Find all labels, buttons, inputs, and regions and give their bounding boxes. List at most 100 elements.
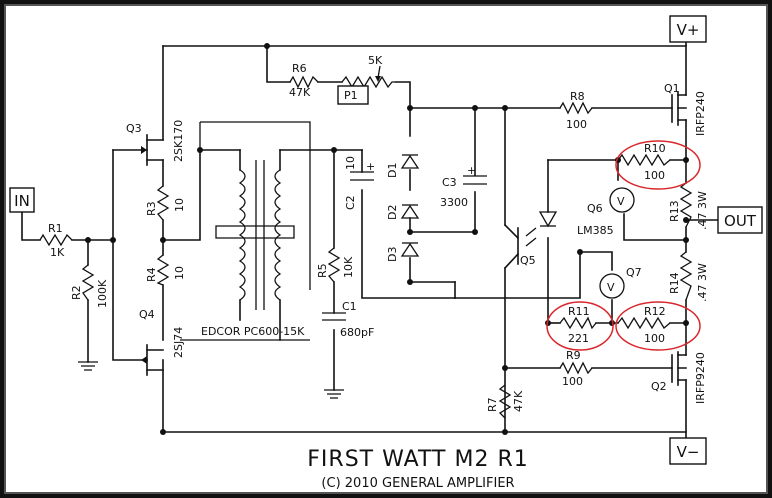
svg-text:R4: R4 (145, 267, 158, 282)
copyright-notice: (C) 2010 GENERAL AMPLIFIER (321, 476, 514, 491)
jfet-q3: Q3 2SK170 (126, 120, 185, 166)
svg-text:10: 10 (173, 266, 186, 280)
terminal-in: IN (9, 187, 35, 213)
diode-d2: D2 (386, 204, 420, 220)
svg-text:Q7: Q7 (626, 266, 642, 279)
jfet-q4: Q4 2SJ74 (139, 308, 185, 376)
svg-text:.47 3W: .47 3W (696, 263, 709, 302)
svg-text:2SJ74: 2SJ74 (172, 327, 185, 358)
mosfet-q2: Q2 IRFP9240 (651, 351, 707, 404)
svg-text:D1: D1 (386, 163, 399, 178)
svg-text:V−: V− (677, 443, 700, 461)
diode-d3: D3 (386, 242, 420, 262)
terminal-vplus: V+ (669, 15, 707, 43)
svg-text:10: 10 (173, 198, 186, 212)
svg-text:V: V (607, 281, 615, 294)
svg-text:IRFP9240: IRFP9240 (694, 352, 707, 404)
svg-text:C2: C2 (344, 195, 357, 210)
svg-text:Q2: Q2 (651, 380, 667, 393)
optocoupler-q5: Q5 (503, 211, 558, 270)
svg-text:R6: R6 (292, 62, 307, 75)
svg-text:221: 221 (568, 332, 589, 345)
svg-text:100: 100 (644, 169, 665, 182)
svg-text:R3: R3 (145, 201, 158, 216)
svg-text:EDCOR PC600-15K: EDCOR PC600-15K (201, 325, 305, 338)
svg-text:47K: 47K (512, 390, 525, 412)
resistor-r2: R2 100K (70, 264, 109, 308)
svg-text:R14: R14 (668, 272, 681, 294)
svg-text:100K: 100K (96, 279, 109, 308)
resistor-r11: R11 221 (559, 305, 597, 345)
svg-text:R9: R9 (566, 349, 581, 362)
svg-text:5K: 5K (368, 54, 383, 67)
transformer: EDCOR PC600-15K (180, 121, 311, 341)
svg-text:Q5: Q5 (520, 254, 536, 267)
schematic-title: FIRST WATT M2 R1 (307, 447, 528, 472)
voltage-ref-q7: V Q7 (599, 266, 642, 299)
resistor-r6: R6 47K (289, 62, 319, 99)
ground-symbol (324, 389, 344, 399)
svg-text:100: 100 (566, 118, 587, 131)
svg-text:R10: R10 (644, 142, 666, 155)
svg-text:R13: R13 (668, 200, 681, 222)
svg-text:V+: V+ (677, 21, 700, 39)
svg-text:IRFP240: IRFP240 (694, 91, 707, 136)
resistor-r10: R10 100 (617, 142, 671, 182)
svg-text:Q1: Q1 (664, 82, 680, 95)
terminal-vminus: V− (669, 437, 707, 465)
svg-text:C1: C1 (342, 300, 357, 313)
voltage-ref-q6: V Q6 LM385 (577, 187, 635, 237)
svg-text:.47 3W: .47 3W (696, 191, 709, 230)
svg-text:+: + (366, 160, 375, 173)
svg-text:R11: R11 (568, 305, 590, 318)
svg-text:C3: C3 (442, 176, 457, 189)
svg-text:OUT: OUT (724, 212, 757, 230)
svg-text:2SK170: 2SK170 (172, 120, 185, 162)
mosfet-q1: Q1 IRFP240 (664, 82, 707, 136)
resistor-r9: R9 100 (559, 349, 593, 388)
svg-text:3300: 3300 (440, 196, 468, 209)
svg-text:1K: 1K (50, 246, 65, 259)
svg-text:D2: D2 (386, 205, 399, 220)
svg-text:Q4: Q4 (139, 308, 155, 321)
svg-text:R12: R12 (644, 305, 666, 318)
resistor-r13: R13 .47 3W (668, 182, 709, 230)
svg-text:R5: R5 (316, 263, 329, 278)
svg-text:680pF: 680pF (340, 326, 374, 339)
svg-text:10K: 10K (342, 256, 355, 278)
resistor-r1: R1 1K (39, 222, 73, 259)
svg-text:P1: P1 (344, 89, 358, 102)
resistor-r12: R12 100 (617, 305, 671, 345)
junction-dots (85, 43, 689, 435)
capacitor-c2: + C2 10 (344, 156, 375, 210)
svg-text:10: 10 (344, 156, 357, 170)
capacitor-c1: C1 680pF (322, 300, 374, 339)
highlight-annotations (546, 140, 701, 351)
svg-text:47K: 47K (289, 86, 311, 99)
svg-text:100: 100 (562, 375, 583, 388)
resistor-r5: R5 10K (316, 247, 355, 283)
potentiometer-p1: P1 5K (337, 54, 396, 105)
terminal-out: OUT (717, 206, 763, 234)
diode-d1: D1 (386, 154, 420, 178)
svg-text:D3: D3 (386, 247, 399, 262)
resistor-r7: R7 47K (486, 384, 525, 419)
ground-symbol (78, 361, 98, 371)
resistor-r8: R8 100 (559, 90, 593, 131)
resistor-r3: R3 10 (145, 185, 186, 221)
svg-text:V: V (617, 195, 625, 208)
svg-text:R7: R7 (486, 397, 499, 412)
svg-text:R8: R8 (570, 90, 585, 103)
svg-text:Q3: Q3 (126, 122, 142, 135)
capacitor-c3: + C3 3300 (440, 164, 487, 209)
wires (21, 41, 719, 439)
svg-text:100: 100 (644, 332, 665, 345)
resistor-r14: R14 .47 3W (668, 251, 709, 302)
svg-text:R2: R2 (70, 285, 83, 300)
svg-text:Q6: Q6 (587, 202, 603, 215)
svg-text:+: + (467, 164, 476, 177)
resistor-r4: R4 10 (145, 254, 186, 286)
svg-text:IN: IN (14, 192, 30, 210)
svg-text:R1: R1 (48, 222, 63, 235)
